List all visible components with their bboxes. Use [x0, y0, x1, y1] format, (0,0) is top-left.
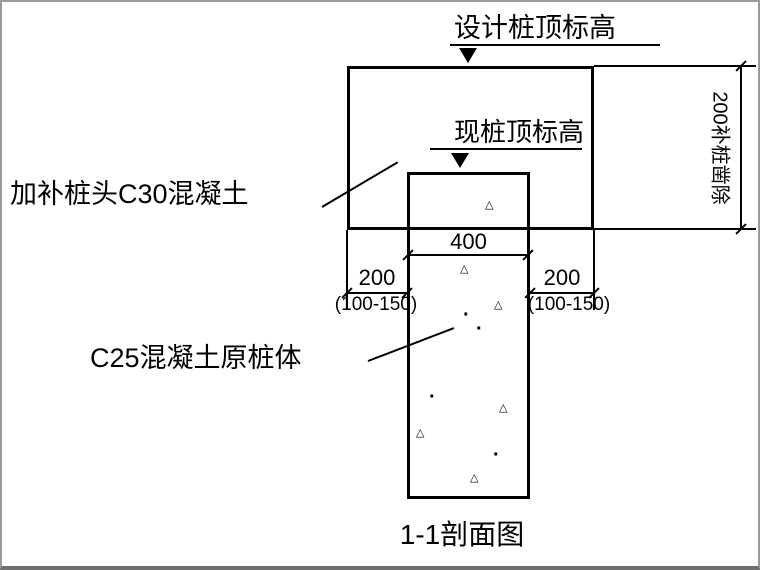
aggregate-triangle-icon: △: [470, 472, 479, 484]
elevation-marker-icon: [451, 153, 469, 168]
left-offset-range-label: (100-150): [334, 294, 418, 315]
original-pile-label: C25混凝土原桩体: [90, 343, 302, 373]
extension-line: [594, 228, 756, 230]
pile-width-dimension-label: 400: [450, 229, 487, 254]
current-elevation-label: 现桩顶标高: [454, 117, 585, 147]
dimension-line: [347, 292, 407, 294]
extension-line: [594, 65, 756, 67]
design-elevation-label: 设计桩顶标高: [454, 13, 616, 43]
aggregate-dot-icon: ·: [429, 386, 436, 408]
dimension-line: [530, 292, 594, 294]
right-offset-dimension-label: 200: [543, 265, 581, 290]
extension-line: [346, 230, 348, 310]
aggregate-dot-icon: ·: [463, 304, 470, 326]
original-pile-outline: [407, 172, 530, 499]
added-pile-head-label: 加补桩头C30混凝土: [10, 179, 249, 209]
added-pile-head-outline: [347, 66, 594, 230]
aggregate-triangle-icon: △: [494, 299, 503, 311]
elevation-marker-icon: [459, 48, 477, 63]
dimension-line: [740, 66, 742, 230]
dimension-line: [408, 254, 528, 256]
extension-line: [593, 230, 595, 310]
design-elevation-underline: [450, 44, 660, 46]
aggregate-triangle-icon: △: [485, 199, 494, 211]
aggregate-dot-icon: ·: [476, 318, 483, 340]
current-elevation-underline: [430, 148, 582, 150]
aggregate-triangle-icon: △: [499, 402, 508, 414]
right-offset-range-label: (100-150): [527, 294, 611, 315]
aggregate-dot-icon: ·: [493, 444, 500, 466]
drawing-title: 1-1剖面图: [399, 519, 525, 550]
left-offset-dimension-label: 200: [358, 265, 396, 290]
aggregate-triangle-icon: △: [416, 427, 425, 439]
chisel-note-label: 200补桩凿除: [708, 91, 731, 205]
aggregate-triangle-icon: △: [460, 263, 469, 275]
